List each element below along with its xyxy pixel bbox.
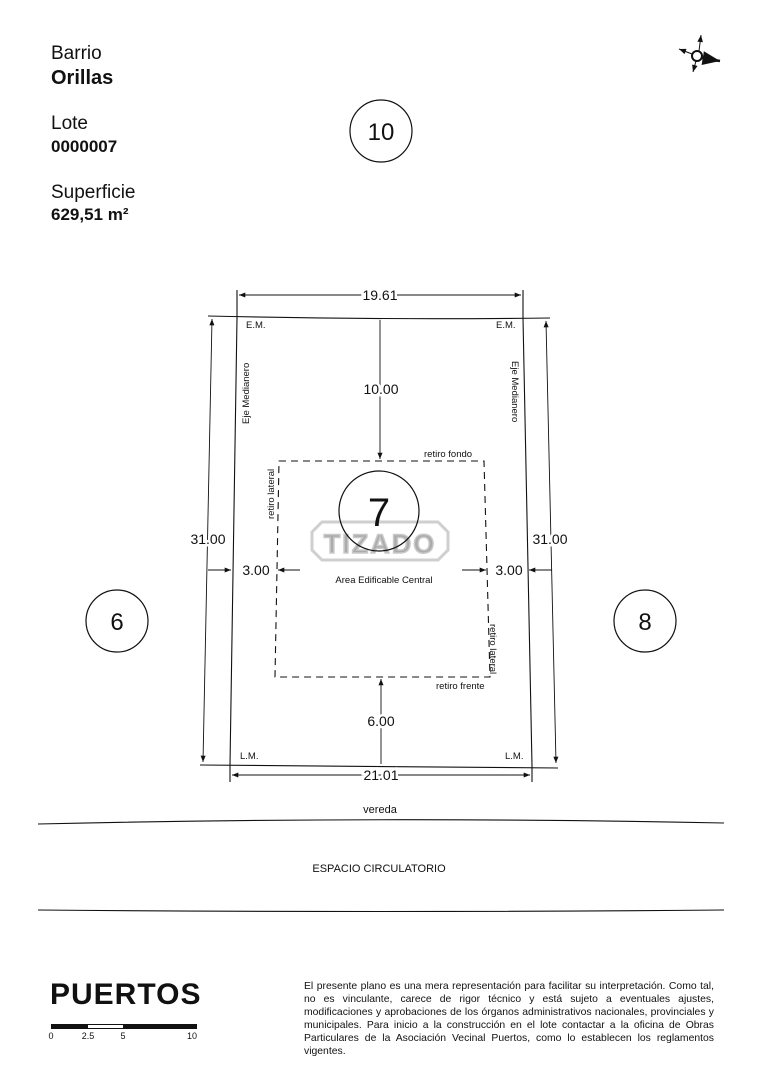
dim-left-line: [200, 318, 215, 763]
retiro-lateral-left: retiro lateral: [266, 469, 277, 519]
lote-value: 0000007: [51, 137, 118, 156]
compass-icon: [678, 34, 721, 73]
lm-right: L.M.: [505, 751, 523, 762]
barrio-value: Orillas: [51, 67, 114, 89]
em-right: E.M.: [496, 320, 516, 331]
buildable-area: [274, 460, 491, 678]
dim-bottom: 21.01: [363, 767, 398, 783]
retiro-fondo: retiro fondo: [424, 449, 472, 460]
neighbor-lot-6: 6: [85, 589, 149, 653]
dim-right-line: [543, 320, 559, 764]
svg-text:2.5: 2.5: [82, 1031, 95, 1041]
lm-left: L.M.: [240, 751, 258, 762]
dim-left: 31.00: [190, 531, 225, 547]
em-left: E.M.: [246, 320, 266, 331]
tizado-watermark: TIZADO: [310, 520, 450, 562]
dim-left-setback-text: 3.00: [242, 562, 269, 578]
svg-text:10: 10: [187, 1031, 197, 1041]
superficie-value: 629,51 m²: [51, 205, 129, 224]
lot-boundary: [199, 290, 559, 782]
puertos-logo: PUERTOS: [50, 978, 202, 1011]
retiro-frente: retiro frente: [436, 681, 485, 692]
svg-text:8: 8: [638, 609, 651, 636]
svg-text:5: 5: [120, 1031, 125, 1041]
dim-back: 10.00: [363, 381, 398, 397]
neighbor-lot-8: 8: [613, 589, 677, 653]
vereda-label: vereda: [363, 804, 398, 816]
svg-text:0: 0: [48, 1031, 53, 1041]
neighbor-lot-10: 10: [349, 99, 413, 163]
dim-right: 31.00: [532, 531, 567, 547]
dim-front: 6.00: [367, 713, 394, 729]
disclaimer: El presente plano es una mera representa…: [304, 981, 714, 1057]
road-line-top: [37, 819, 725, 825]
dim-right-setback-text: 3.00: [495, 562, 522, 578]
area-edificable: Area Edificable Central: [335, 575, 432, 586]
eje-medianero-right: Eje Medianero: [509, 361, 520, 422]
eje-medianero-left: Eje Medianero: [241, 363, 252, 424]
dim-top: 19.61: [362, 287, 397, 303]
road-line-bottom: [37, 909, 725, 913]
lote-label: Lote: [51, 113, 88, 134]
scale-bar: 0 2.5 5 10: [48, 1024, 197, 1041]
retiro-lateral-right: retiro lateral: [487, 624, 498, 674]
lot-number: 7: [338, 470, 420, 552]
svg-text:10: 10: [368, 119, 395, 146]
svg-text:6: 6: [110, 609, 123, 636]
barrio-label: Barrio: [51, 43, 102, 64]
superficie-label: Superficie: [51, 182, 136, 203]
svg-text:7: 7: [368, 491, 390, 535]
espacio-circulatorio: ESPACIO CIRCULATORIO: [312, 863, 446, 875]
svg-text:TIZADO: TIZADO: [324, 529, 437, 559]
